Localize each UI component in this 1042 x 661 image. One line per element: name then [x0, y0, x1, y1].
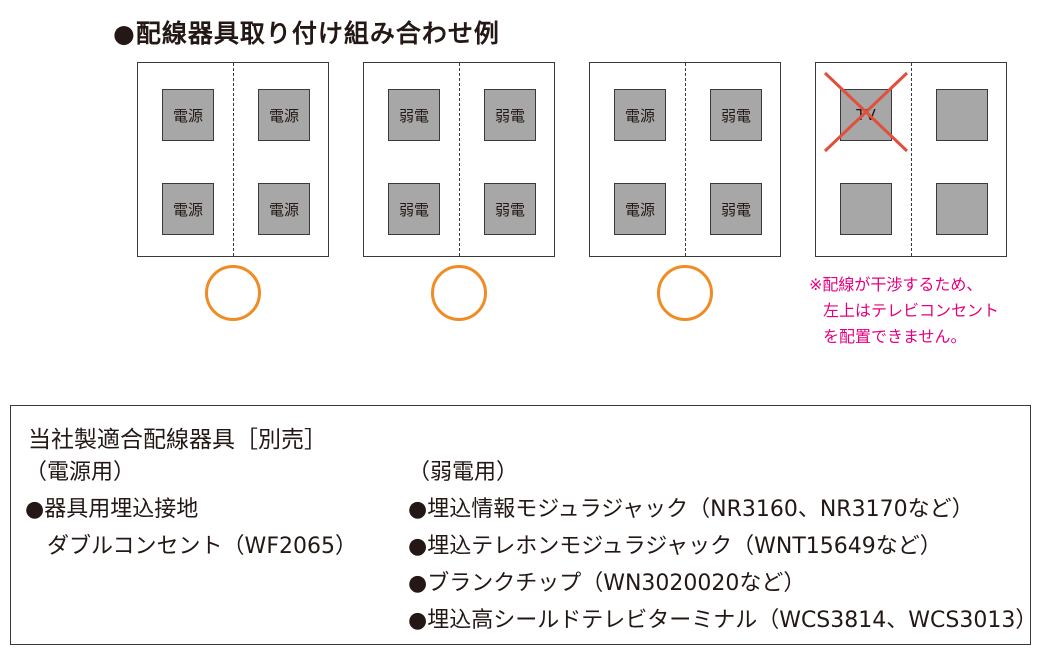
- socket-bottom-left: 弱電: [388, 183, 440, 235]
- ok-circle-icon: [657, 265, 713, 321]
- socket-top-left: 電源: [162, 89, 214, 141]
- plate-divider: [459, 63, 460, 256]
- socket-bottom-right: 弱電: [484, 183, 536, 235]
- note-line: ※配線が干渉するため、: [809, 275, 983, 294]
- socket-bottom-right: 電源: [258, 183, 310, 235]
- socket-bottom-left-blank: [840, 183, 892, 235]
- weak-current-devices-column: （弱電用） ●埋込情報モジュラジャック（NR3160、NR3170など） ●埋込…: [408, 454, 1037, 639]
- compatible-devices-box: 当社製適合配線器具［別売］ （電源用） ●器具用埋込接地 ダブルコンセント（WF…: [10, 405, 1037, 645]
- socket-bottom-right: 弱電: [710, 183, 762, 235]
- ok-circle-icon: [431, 265, 487, 321]
- socket-top-right: 弱電: [710, 89, 762, 141]
- weak-item: ●埋込情報モジュラジャック（NR3160、NR3170など）: [408, 497, 974, 522]
- socket-bottom-left: 電源: [162, 183, 214, 235]
- socket-top-right: 電源: [258, 89, 310, 141]
- plate-combination-1: 電源 電源 電源 電源: [137, 62, 329, 257]
- weak-item: ●埋込テレホンモジュラジャック（WNT15649など）: [408, 534, 942, 559]
- socket-top-left-tv: TV: [840, 89, 892, 141]
- compatible-devices-heading: 当社製適合配線器具［別売］: [28, 427, 327, 453]
- power-devices-column: （電源用） ●器具用埋込接地 ダブルコンセント（WF2065）: [25, 454, 357, 565]
- plate-divider: [911, 63, 912, 256]
- plate-divider: [685, 63, 686, 256]
- power-item: ダブルコンセント（WF2065）: [47, 534, 357, 559]
- plate-combination-2: 弱電 弱電 弱電 弱電: [363, 62, 555, 257]
- socket-top-left: 電源: [614, 89, 666, 141]
- weak-label: （弱電用）: [408, 460, 519, 485]
- power-item: ●器具用埋込接地: [25, 497, 199, 522]
- weak-item: ●埋込高シールドテレビターミナル（WCS3814、WCS3013）: [408, 608, 1038, 633]
- socket-top-right-blank: [936, 89, 988, 141]
- note-line: 左上はテレビコンセント: [823, 301, 1000, 320]
- socket-bottom-left: 電源: [614, 183, 666, 235]
- power-label: （電源用）: [25, 460, 136, 485]
- diagram-title: ●配線器具取り付け組み合わせ例: [113, 19, 500, 48]
- plate-combination-3: 電源 弱電 電源 弱電: [589, 62, 781, 257]
- ok-circle-icon: [205, 265, 261, 321]
- socket-top-right: 弱電: [484, 89, 536, 141]
- socket-bottom-right-blank: [936, 183, 988, 235]
- socket-top-left: 弱電: [388, 89, 440, 141]
- interference-note: ※配線が干渉するため、 左上はテレビコンセント を配置できません。: [809, 272, 999, 350]
- plate-divider: [233, 63, 234, 256]
- note-line: を配置できません。: [823, 327, 967, 346]
- plate-combination-4: TV: [815, 62, 1007, 257]
- weak-item: ●ブランクチップ（WN3020020など）: [408, 571, 806, 596]
